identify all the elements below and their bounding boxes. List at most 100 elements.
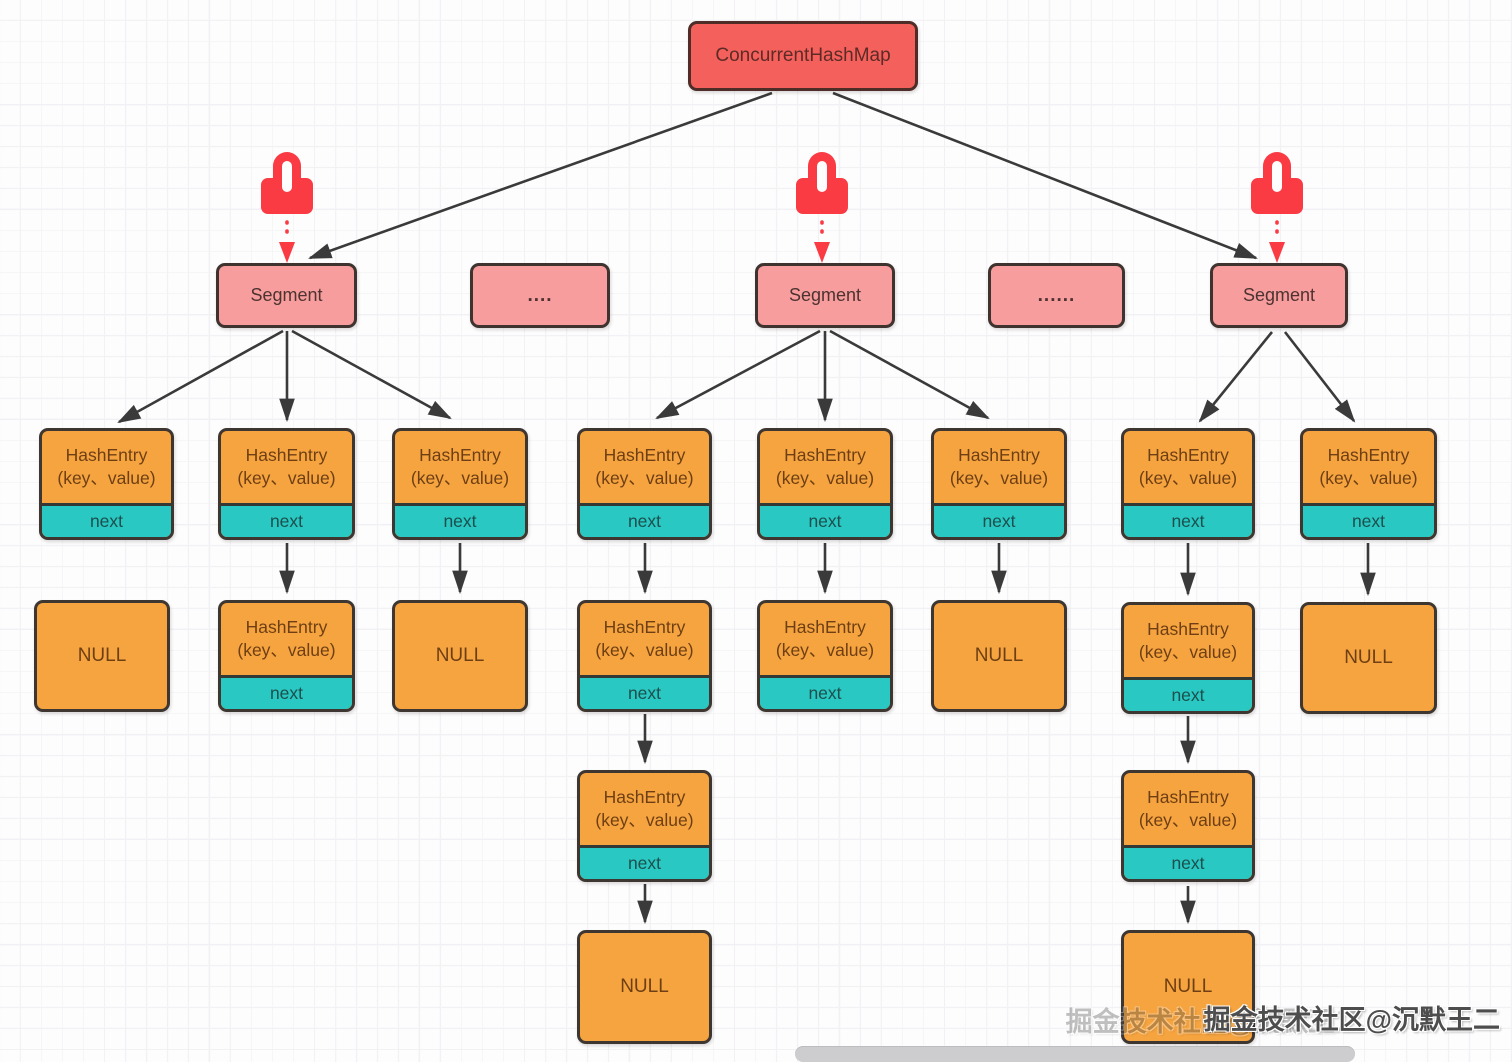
next-label: next bbox=[443, 511, 477, 531]
ellipsis-label: .... bbox=[527, 284, 553, 306]
next-field: next bbox=[934, 503, 1064, 537]
hashentry-subtitle: (key、value) bbox=[775, 468, 875, 488]
next-label: next bbox=[627, 511, 662, 531]
null-node: NULL bbox=[1121, 930, 1255, 1044]
next-field: next bbox=[221, 503, 352, 537]
next-field: next bbox=[1124, 503, 1252, 537]
next-label: next bbox=[808, 683, 842, 703]
hashentry-subtitle: (key、value) bbox=[237, 468, 336, 488]
segment-label: Segment bbox=[788, 285, 862, 305]
watermark: 掘金技术社区@沉默王二 bbox=[1203, 1005, 1500, 1035]
watermark-ghost: 掘金技术社区@沉默王二 bbox=[1065, 1007, 1362, 1037]
hashentry-subtitle: (key、value) bbox=[595, 468, 694, 488]
hashentry-keyvalue: HashEntry (key、value) bbox=[395, 431, 525, 503]
next-field: next bbox=[395, 503, 525, 537]
hashentry-subtitle: (key、value) bbox=[1319, 468, 1418, 488]
next-label: next bbox=[1171, 685, 1205, 705]
hashentry-node: HashEntry (key、value) next bbox=[1121, 602, 1255, 714]
next-label: next bbox=[627, 853, 662, 873]
next-field: next bbox=[1303, 503, 1434, 537]
hashentry-title: HashEntry bbox=[1147, 787, 1229, 808]
null-node: NULL bbox=[931, 600, 1067, 712]
hashentry-keyvalue: HashEntry (key、value) bbox=[42, 431, 171, 503]
next-field: next bbox=[760, 503, 890, 537]
hashentry-subtitle: (key、value) bbox=[410, 468, 510, 488]
segment-label: Segment bbox=[1242, 285, 1316, 305]
hashentry-subtitle: (key、value) bbox=[595, 640, 694, 660]
next-label: next bbox=[1171, 511, 1205, 531]
hashentry-node: HashEntry (key、value) next bbox=[1300, 428, 1437, 540]
hashentry-keyvalue: HashEntry (key、value) bbox=[1124, 431, 1252, 503]
hashentry-title: HashEntry bbox=[1147, 445, 1229, 466]
hashentry-keyvalue: HashEntry (key、value) bbox=[580, 773, 709, 845]
next-field: next bbox=[580, 845, 709, 879]
hashentry-keyvalue: HashEntry (key、value) bbox=[580, 603, 709, 675]
hashentry-title: HashEntry bbox=[784, 445, 866, 466]
hashentry-title: HashEntry bbox=[245, 445, 328, 466]
ellipsis-label: ...... bbox=[1037, 284, 1076, 306]
lock-icon bbox=[796, 152, 848, 214]
hashentry-title: HashEntry bbox=[245, 617, 328, 638]
lock-icon bbox=[1251, 152, 1303, 214]
next-field: next bbox=[580, 675, 709, 709]
root-node-concurrenthashmap: ConcurrentHashMap bbox=[688, 21, 918, 91]
hashentry-subtitle: (key、value) bbox=[1138, 468, 1238, 488]
hashentry-subtitle: (key、value) bbox=[775, 640, 875, 660]
ellipsis-node-1: .... bbox=[470, 263, 610, 328]
hashentry-title: HashEntry bbox=[65, 445, 148, 466]
hashentry-keyvalue: HashEntry (key、value) bbox=[1124, 605, 1252, 677]
hashentry-keyvalue: HashEntry (key、value) bbox=[934, 431, 1064, 503]
hashentry-title: HashEntry bbox=[603, 787, 686, 808]
hashentry-title: HashEntry bbox=[419, 445, 501, 466]
next-label: next bbox=[269, 511, 304, 531]
hashentry-node: HashEntry (key、value) next bbox=[931, 428, 1067, 540]
hashentry-keyvalue: HashEntry (key、value) bbox=[1303, 431, 1434, 503]
hashentry-node: HashEntry (key、value) next bbox=[757, 428, 893, 540]
hashentry-node: HashEntry (key、value) next bbox=[39, 428, 174, 540]
hashentry-keyvalue: HashEntry (key、value) bbox=[221, 431, 352, 503]
hashentry-title: HashEntry bbox=[784, 617, 866, 638]
next-label: next bbox=[1171, 853, 1205, 873]
bottom-bar bbox=[795, 1046, 1355, 1062]
next-label: next bbox=[89, 511, 124, 531]
next-field: next bbox=[760, 675, 890, 709]
null-label: NULL bbox=[620, 976, 669, 997]
hashentry-node: HashEntry (key、value) next bbox=[577, 428, 712, 540]
null-label: NULL bbox=[1344, 647, 1393, 668]
hashentry-node: HashEntry (key、value) next bbox=[218, 428, 355, 540]
next-field: next bbox=[42, 503, 171, 537]
hashentry-subtitle: (key、value) bbox=[237, 640, 336, 660]
null-node: NULL bbox=[34, 600, 170, 712]
hashentry-node: HashEntry (key、value) next bbox=[1121, 770, 1255, 882]
next-label: next bbox=[269, 683, 304, 703]
hashentry-node: HashEntry (key、value) next bbox=[1121, 428, 1255, 540]
null-label: NULL bbox=[974, 645, 1024, 666]
next-field: next bbox=[221, 675, 352, 709]
hashentry-keyvalue: HashEntry (key、value) bbox=[221, 603, 352, 675]
hashentry-keyvalue: HashEntry (key、value) bbox=[580, 431, 709, 503]
next-field: next bbox=[1124, 677, 1252, 711]
next-label: next bbox=[982, 511, 1016, 531]
hashentry-subtitle: (key、value) bbox=[595, 810, 694, 830]
next-field: next bbox=[580, 503, 709, 537]
hashentry-node: HashEntry (key、value) next bbox=[757, 600, 893, 712]
ellipsis-node-2: ...... bbox=[988, 263, 1125, 328]
root-node-label: ConcurrentHashMap bbox=[715, 45, 891, 66]
hashentry-subtitle: (key、value) bbox=[57, 468, 156, 488]
hashentry-subtitle: (key、value) bbox=[949, 468, 1049, 488]
hashentry-keyvalue: HashEntry (key、value) bbox=[760, 431, 890, 503]
hashentry-node: HashEntry (key、value) next bbox=[218, 600, 355, 712]
null-node: NULL bbox=[1300, 602, 1437, 714]
hashentry-title: HashEntry bbox=[1147, 619, 1229, 640]
next-label: next bbox=[808, 511, 842, 531]
hashentry-node: HashEntry (key、value) next bbox=[392, 428, 528, 540]
hashentry-subtitle: (key、value) bbox=[1138, 642, 1238, 662]
hashentry-title: HashEntry bbox=[958, 445, 1040, 466]
hashentry-keyvalue: HashEntry (key、value) bbox=[1124, 773, 1252, 845]
null-label: NULL bbox=[1163, 976, 1213, 997]
next-label: next bbox=[1351, 511, 1386, 531]
segment-label: Segment bbox=[250, 285, 323, 305]
segment-node-2: Segment bbox=[755, 263, 895, 328]
hashentry-keyvalue: HashEntry (key、value) bbox=[760, 603, 890, 675]
